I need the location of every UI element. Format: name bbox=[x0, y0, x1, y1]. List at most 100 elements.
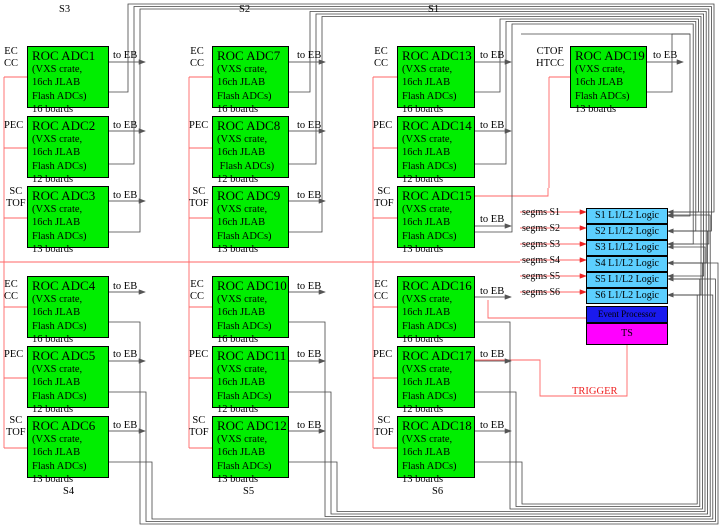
detector-label-ec-cc: EC CC bbox=[374, 279, 389, 302]
detector-label-pec: PEC bbox=[373, 349, 393, 360]
roc-title: ROC ADC13 bbox=[402, 48, 472, 63]
trigger-red-line bbox=[475, 188, 549, 197]
roc-description: (VXS crate, 16ch JLAB Flash ADCs) 12 boa… bbox=[402, 134, 457, 185]
roc-title: ROC ADC19 bbox=[575, 48, 645, 63]
to-eb-label: to EB bbox=[297, 190, 322, 201]
roc-description: (VXS crate, 16ch JLAB Flash ADCs) 13 boa… bbox=[32, 434, 87, 485]
to-eb-label: to EB bbox=[113, 349, 138, 360]
roc-adc14-box: ROC ADC14(VXS crate, 16ch JLAB Flash ADC… bbox=[397, 116, 475, 185]
detector-label-pec: PEC bbox=[189, 349, 209, 360]
to-eb-label: to EB bbox=[480, 349, 505, 360]
readout-bus-lines bbox=[109, 3, 719, 525]
sector-label-s3: S3 bbox=[59, 4, 71, 15]
roc-description: (VXS crate, 16ch JLAB Flash ADCs) 16 boa… bbox=[217, 64, 272, 115]
detector-label-sc-tof: SC TOF bbox=[189, 186, 209, 209]
event-processor-box: Event Processor bbox=[586, 306, 668, 323]
roc-title: ROC ADC2 bbox=[32, 118, 96, 133]
detector-label-ec-cc: EC CC bbox=[190, 46, 205, 69]
to-eb-label: to EB bbox=[480, 50, 505, 61]
readout-bus-line bbox=[475, 23, 694, 247]
trigger-red-line bbox=[475, 345, 628, 397]
s2-logic-box: S2 L1/L2 Logic bbox=[586, 224, 668, 240]
to-eb-label: to EB bbox=[297, 50, 322, 61]
segms-label-s4: segms S4 bbox=[522, 255, 561, 266]
roc-title: ROC ADC17 bbox=[402, 348, 472, 363]
roc-title: ROC ADC14 bbox=[402, 118, 472, 133]
detector-label-ec-cc: EC CC bbox=[4, 46, 19, 69]
to-eb-label: to EB bbox=[480, 420, 505, 431]
sector-label-s4: S4 bbox=[63, 486, 75, 497]
to-eb-label: to EB bbox=[653, 50, 678, 61]
readout-bus-line bbox=[109, 8, 710, 247]
roc-adc5-box: ROC ADC5(VXS crate, 16ch JLAB Flash ADCs… bbox=[27, 346, 109, 415]
roc-title: ROC ADC12 bbox=[217, 418, 287, 433]
roc-adc7-box: ROC ADC7(VXS crate, 16ch JLAB Flash ADCs… bbox=[212, 46, 289, 115]
roc-title: ROC ADC8 bbox=[217, 118, 281, 133]
sector-label-s1: S1 bbox=[428, 4, 440, 15]
to-eb-label: to EB bbox=[297, 349, 322, 360]
roc-description: (VXS crate, 16ch JLAB Flash ADCs) 13 boa… bbox=[575, 64, 630, 115]
roc-adc11-box: ROC ADC11(VXS crate, 16ch JLAB Flash ADC… bbox=[212, 346, 289, 415]
s4-logic-box: S4 L1/L2 Logic bbox=[586, 256, 668, 272]
trigger-red-line bbox=[487, 300, 586, 319]
sector-label-s6: S6 bbox=[432, 486, 444, 497]
detector-label-pec: PEC bbox=[4, 120, 24, 131]
to-eb-label: to EB bbox=[113, 420, 138, 431]
roc-adc4-box: ROC ADC4(VXS crate, 16ch JLAB Flash ADCs… bbox=[27, 276, 109, 345]
roc-title: ROC ADC7 bbox=[217, 48, 281, 63]
segms-label-s2: segms S2 bbox=[522, 223, 561, 234]
roc-description: (VXS crate, 16ch JLAB Flash ADCs) 16 boa… bbox=[32, 294, 87, 345]
to-eb-label: to EB bbox=[480, 120, 505, 131]
sector-label-s2: S2 bbox=[239, 4, 251, 15]
roc-description: (VXS crate, 16ch JLAB Flash ADCs) 16 boa… bbox=[402, 294, 457, 345]
readout-bus-line bbox=[475, 292, 698, 505]
detector-label-pec: PEC bbox=[373, 120, 393, 131]
roc-title: ROC ADC10 bbox=[217, 278, 287, 293]
roc-adc18-box: ROC ADC18(VXS crate, 16ch JLAB Flash ADC… bbox=[397, 416, 475, 485]
to-eb-label: to EB bbox=[297, 281, 322, 292]
roc-title: ROC ADC3 bbox=[32, 188, 96, 203]
to-eb-label: to EB bbox=[297, 420, 322, 431]
roc-description: (VXS crate, 16ch JLAB Flash ADCs) 12 boa… bbox=[217, 134, 275, 185]
roc-description: (VXS crate, 16ch JLAB Flash ADCs) 13 boa… bbox=[217, 204, 272, 255]
detector-label-ctof-htcc: CTOF HTCC bbox=[536, 46, 565, 69]
detector-label-sc-tof: SC TOF bbox=[189, 415, 209, 438]
trigger-red-lines bbox=[0, 76, 628, 449]
to-eb-label: to EB bbox=[113, 120, 138, 131]
roc-adc12-box: ROC ADC12(VXS crate, 16ch JLAB Flash ADC… bbox=[212, 416, 289, 485]
readout-bus-line bbox=[289, 212, 711, 517]
detector-label-sc-tof: SC TOF bbox=[6, 415, 26, 438]
roc-description: (VXS crate, 16ch JLAB Flash ADCs) 13 boa… bbox=[402, 204, 457, 255]
trigger-label: TRIGGER bbox=[572, 386, 618, 397]
s1-logic-box: S1 L1/L2 Logic bbox=[586, 208, 668, 224]
detector-label-sc-tof: SC TOF bbox=[374, 415, 394, 438]
segms-label-s5: segms S5 bbox=[522, 271, 561, 282]
roc-adc2-box: ROC ADC2(VXS crate, 16ch JLAB Flash ADCs… bbox=[27, 116, 109, 185]
detector-label-pec: PEC bbox=[189, 120, 209, 131]
roc-title: ROC ADC1 bbox=[32, 48, 96, 63]
readout-bus-line bbox=[475, 260, 703, 510]
detector-label-ec-cc: EC CC bbox=[190, 279, 205, 302]
to-eb-label: to EB bbox=[113, 190, 138, 201]
roc-adc13-box: ROC ADC13(VXS crate, 16ch JLAB Flash ADC… bbox=[397, 46, 475, 115]
to-eb-label: to EB bbox=[113, 50, 138, 61]
roc-description: (VXS crate, 16ch JLAB Flash ADCs) 12 boa… bbox=[217, 364, 272, 415]
roc-title: ROC ADC11 bbox=[217, 348, 287, 363]
detector-label-sc-tof: SC TOF bbox=[6, 186, 26, 209]
detector-label-ec-cc: EC CC bbox=[374, 46, 389, 69]
s5-logic-box: S5 L1/L2 Logic bbox=[586, 272, 668, 288]
detector-label-ec-cc: EC CC bbox=[4, 279, 19, 302]
roc-title: ROC ADC15 bbox=[402, 188, 472, 203]
detector-label-sc-tof: SC TOF bbox=[374, 186, 394, 209]
ts-box: TS bbox=[586, 323, 668, 345]
roc-adc16-box: ROC ADC16(VXS crate, 16ch JLAB Flash ADC… bbox=[397, 276, 475, 345]
roc-description: (VXS crate, 16ch JLAB Flash ADCs) 13 boa… bbox=[217, 434, 272, 485]
roc-title: ROC ADC6 bbox=[32, 418, 96, 433]
readout-bus-line bbox=[289, 244, 706, 512]
segms-label-s3: segms S3 bbox=[522, 239, 561, 250]
to-eb-label: to EB bbox=[297, 120, 322, 131]
roc-description: (VXS crate, 16ch JLAB Flash ADCs) 12 boa… bbox=[32, 134, 87, 185]
roc-adc10-box: ROC ADC10(VXS crate, 16ch JLAB Flash ADC… bbox=[212, 276, 289, 345]
roc-adc1-box: ROC ADC1(VXS crate, 16ch JLAB Flash ADCs… bbox=[27, 46, 109, 115]
